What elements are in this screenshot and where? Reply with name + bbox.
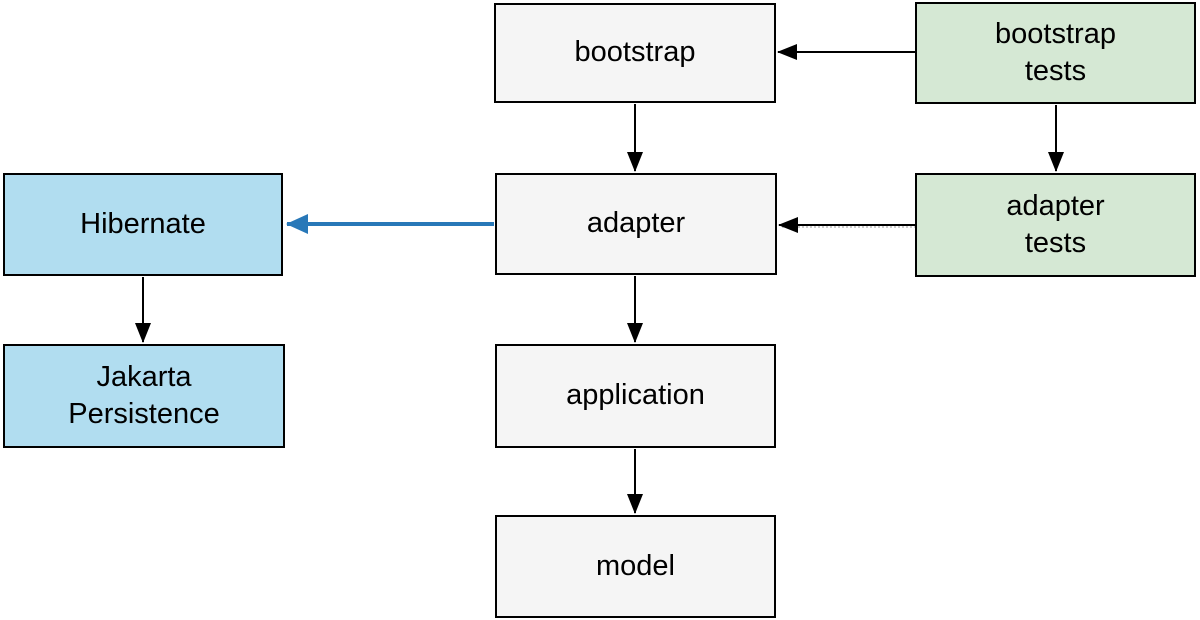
node-application: application: [495, 344, 776, 448]
node-jakarta-persistence: Jakarta Persistence: [3, 344, 285, 448]
node-label: bootstrap: [574, 36, 696, 69]
node-label: adapter: [586, 207, 686, 240]
node-label: application: [566, 379, 705, 412]
node-label: Persistence: [68, 398, 220, 430]
node-label: adapter: [1006, 189, 1105, 222]
node-label: Hibernate: [80, 207, 206, 240]
node-bootstrap-tests: bootstrap tests: [915, 2, 1196, 104]
node-label: tests: [1024, 55, 1087, 87]
node-label: tests: [1024, 227, 1087, 259]
node-adapter-tests: adapter tests: [915, 173, 1196, 277]
node-hibernate: Hibernate: [3, 173, 283, 276]
node-adapter: adapter: [495, 173, 777, 275]
node-label: model: [596, 549, 675, 582]
node-label: Jakarta: [96, 360, 192, 393]
node-label: bootstrap: [995, 17, 1116, 50]
node-bootstrap: bootstrap: [494, 3, 776, 103]
node-model: model: [495, 515, 776, 618]
